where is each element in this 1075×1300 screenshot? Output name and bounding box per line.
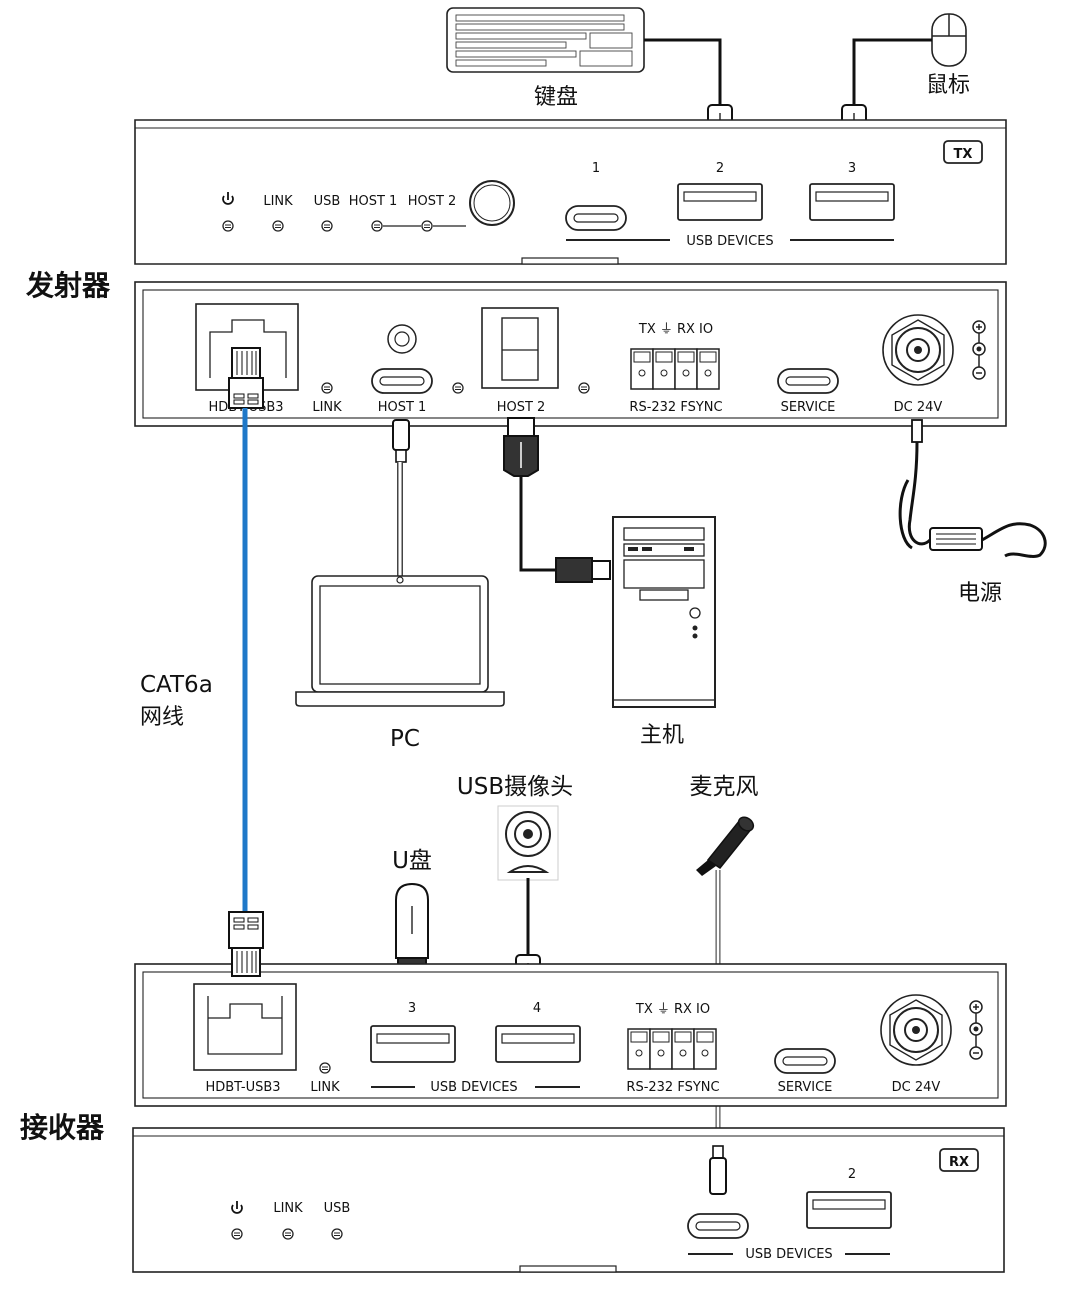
usb-a-plug-sideways-icon [555, 557, 611, 583]
power-label: 电源 [958, 581, 1002, 606]
tx-usb-led [321, 220, 333, 232]
tx-host2-led [421, 220, 433, 232]
rx-front-panel [132, 1127, 1005, 1273]
webcam-icon [497, 805, 559, 881]
tx-usb-devices-label: USB DEVICES [686, 234, 773, 249]
keyboard-cable [644, 38, 722, 105]
mouse-icon [931, 13, 967, 67]
usb-camera-label: USB摄像头 [457, 774, 573, 800]
tx-host1-usb-c-port[interactable] [371, 368, 433, 394]
power-led-icon [222, 192, 234, 205]
microphone-label: 麦克风 [690, 774, 759, 800]
tx-rear-led-b [578, 382, 590, 394]
dc-plug-icon [911, 419, 923, 443]
rx-power-led-icon [231, 1201, 243, 1214]
rx-link-led [282, 1228, 294, 1240]
cat6a-label: CAT6a [140, 672, 213, 698]
rx-terminal-block[interactable] [627, 1028, 717, 1070]
tx-led-host2-label: HOST 2 [408, 194, 457, 209]
usb-b-plug-icon [503, 417, 539, 477]
rx-rj45-port[interactable] [193, 983, 297, 1071]
rx-badge-text: RX [949, 1155, 969, 1170]
tx-dc-jack[interactable] [882, 314, 954, 386]
rx-badge [939, 1148, 979, 1172]
tx-usb-a-port-3[interactable] [809, 183, 895, 221]
power-adapter-icon [898, 479, 1047, 558]
rx-dc-jack[interactable] [880, 994, 952, 1066]
tx-rear-link-led [321, 382, 333, 394]
rx-rs232-label: RS-232 FSYNC [626, 1080, 719, 1095]
keyboard-icon [446, 7, 645, 73]
pc-label: PC [390, 726, 420, 752]
rx-led-link-label: LINK [273, 1201, 303, 1216]
rx-rear-link-label: LINK [310, 1080, 340, 1095]
keyboard-label: 键盘 [534, 85, 578, 110]
tx-rear-led-a [452, 382, 464, 394]
tx-service-label: SERVICE [781, 400, 836, 415]
rx-usb-c-port-1[interactable] [687, 1213, 749, 1239]
tx-dc-label: DC 24V [894, 400, 943, 415]
usb-disk-label: U盘 [392, 848, 432, 874]
rx-port4-number: 4 [533, 1001, 541, 1016]
tx-host1-led [371, 220, 383, 232]
tx-polarity-icon [972, 320, 986, 380]
rx-polarity-icon [969, 1000, 983, 1060]
rx-usb-devices-label: USB DEVICES [430, 1080, 517, 1095]
laptop-icon [295, 575, 505, 707]
rx-rj45-plug-icon [228, 911, 264, 977]
host-switch-button[interactable] [469, 180, 515, 226]
rx-hdbt-label: HDBT-USB3 [205, 1080, 280, 1095]
host-label: 主机 [640, 723, 684, 748]
tx-badge [943, 140, 983, 164]
transmitter-label: 发射器 [25, 269, 111, 302]
rx-led-usb-label: USB [324, 1201, 351, 1216]
tx-host1-label: HOST 1 [378, 400, 427, 415]
tx-led-usb-label: USB [314, 194, 341, 209]
tx-host2-usb-b-port[interactable] [481, 307, 559, 389]
tx-host1-knob-icon [387, 324, 417, 354]
tx-terminal-block[interactable] [630, 348, 720, 390]
tx-port2-number: 2 [716, 161, 724, 176]
tx-terminal-top-label: TX ⏚ RX IO [638, 322, 713, 337]
tx-rj45-plug-icon [228, 347, 264, 409]
rx-port3-number: 3 [408, 1001, 416, 1016]
rx-port2-number: 2 [848, 1167, 856, 1182]
receiver-label: 接收器 [20, 1111, 105, 1144]
rx-usb-a-port-4[interactable] [495, 1025, 581, 1063]
rx-usb-led [331, 1228, 343, 1240]
tx-usb-a-port-2[interactable] [677, 183, 763, 221]
tx-badge-text: TX [954, 147, 973, 162]
desktop-tower-icon [612, 516, 716, 708]
tx-power-led [222, 220, 234, 232]
mouse-label: 鼠标 [926, 73, 970, 98]
tx-rs232-label: RS-232 FSYNC [629, 400, 722, 415]
rx-power-led [231, 1228, 243, 1240]
tx-front-panel [134, 119, 1007, 265]
rx-terminal-top-label: TX ⏚ RX IO [635, 1002, 710, 1017]
tx-rear-link-label: LINK [312, 400, 342, 415]
tx-usb-c-port-1[interactable] [565, 205, 627, 231]
tx-service-usb-c-port[interactable] [777, 368, 839, 394]
tx-led-link-label: LINK [263, 194, 293, 209]
rx-service-usb-c-port[interactable] [774, 1048, 836, 1074]
rx-rear-link-led [319, 1062, 331, 1074]
mic-usb-c-plug-icon [709, 1145, 727, 1195]
rx-usb-a-port-2[interactable] [806, 1191, 892, 1229]
rx-usb-a-port-3[interactable] [370, 1025, 456, 1063]
tx-port1-number: 1 [592, 161, 600, 176]
rx-dc-label: DC 24V [892, 1080, 941, 1095]
tx-led-host1-label: HOST 1 [349, 194, 398, 209]
cable-type-label: 网线 [140, 705, 184, 730]
tx-link-led [272, 220, 284, 232]
rx-front-usb-devices-label: USB DEVICES [745, 1247, 832, 1262]
tx-port3-number: 3 [848, 161, 856, 176]
host-cable [519, 476, 556, 572]
tx-host2-label: HOST 2 [497, 400, 546, 415]
mouse-cable [852, 38, 932, 105]
rx-service-label: SERVICE [778, 1080, 833, 1095]
microphone-icon [696, 816, 755, 876]
usb-c-plug-icon [392, 419, 410, 463]
